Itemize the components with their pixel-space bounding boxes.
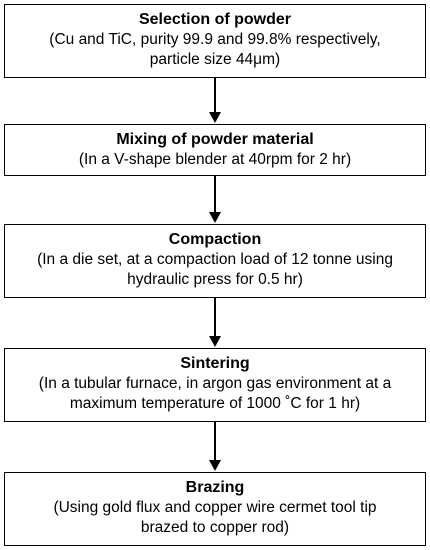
step-title: Mixing of powder material: [116, 131, 314, 148]
flow-arrow: [205, 298, 225, 348]
step-title: Selection of powder: [138, 11, 291, 28]
step-title: Brazing: [185, 479, 245, 496]
step-title: Sintering: [180, 355, 250, 372]
step-detail: (Using gold flux and copper wire cermet …: [53, 499, 377, 516]
step-detail: hydraulic press for 0.5 hr): [127, 271, 303, 288]
step-detail: brazed to copper rod): [140, 519, 290, 536]
step-detail: maximum temperature of 1000 ˚C for 1 hr): [69, 395, 361, 412]
step-title: Compaction: [168, 231, 262, 248]
flow-arrow: [205, 78, 225, 124]
step-box-mixing-of-powder: Mixing of powder material (In a V-shape …: [4, 124, 426, 176]
down-arrow-icon: [209, 176, 221, 223]
step-detail: (In a die set, at a compaction load of 1…: [37, 251, 393, 268]
down-arrow-icon: [209, 422, 221, 471]
flow-arrow: [205, 422, 225, 472]
step-box-selection-of-powder: Selection of powder (Cu and TiC, purity …: [4, 4, 426, 78]
step-box-sintering: Sintering (In a tubular furnace, in argo…: [4, 348, 426, 422]
step-detail: (In a V-shape blender at 40rpm for 2 hr): [78, 151, 352, 168]
step-detail: particle size 44μm): [149, 51, 281, 68]
step-detail: (In a tubular furnace, in argon gas envi…: [38, 375, 392, 392]
down-arrow-icon: [209, 78, 221, 123]
flow-arrow: [205, 176, 225, 224]
step-box-compaction: Compaction (In a die set, at a compactio…: [4, 224, 426, 298]
down-arrow-icon: [209, 298, 221, 347]
step-detail: (Cu and TiC, purity 99.9 and 99.8% respe…: [49, 31, 381, 48]
step-box-brazing: Brazing (Using gold flux and copper wire…: [4, 472, 426, 546]
